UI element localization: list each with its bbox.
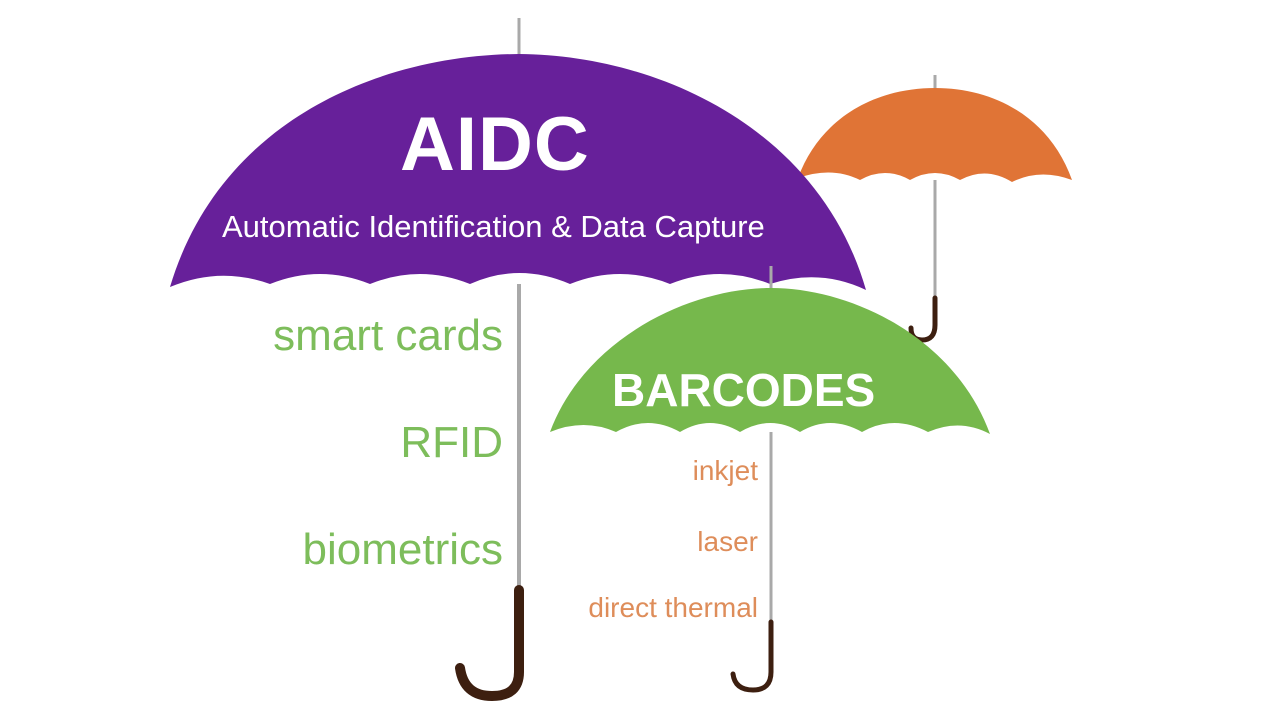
barcodes-title: BARCODES [612, 364, 876, 416]
aidc-subtitle: Automatic Identification & Data Capture [222, 209, 765, 244]
main-umbrella [170, 18, 866, 702]
barcode-item-laser: laser [697, 526, 758, 557]
aidc-item-biometrics: biometrics [302, 525, 504, 574]
small-umbrella-canopy [798, 88, 1072, 182]
aidc-item-smart-cards: smart cards [273, 311, 503, 360]
main-umbrella-handle [455, 585, 524, 702]
aidc-item-rfid: RFID [400, 418, 503, 467]
small-umbrella [798, 75, 1072, 343]
aidc-title: AIDC [400, 102, 590, 187]
middle-umbrella-handle [730, 619, 774, 693]
main-umbrella-canopy [170, 54, 866, 290]
middle-umbrella-canopy [550, 288, 990, 434]
barcode-item-direct-thermal: direct thermal [588, 592, 758, 623]
small-umbrella-handle [908, 295, 938, 343]
barcode-item-inkjet: inkjet [692, 455, 758, 486]
middle-umbrella [550, 266, 990, 693]
